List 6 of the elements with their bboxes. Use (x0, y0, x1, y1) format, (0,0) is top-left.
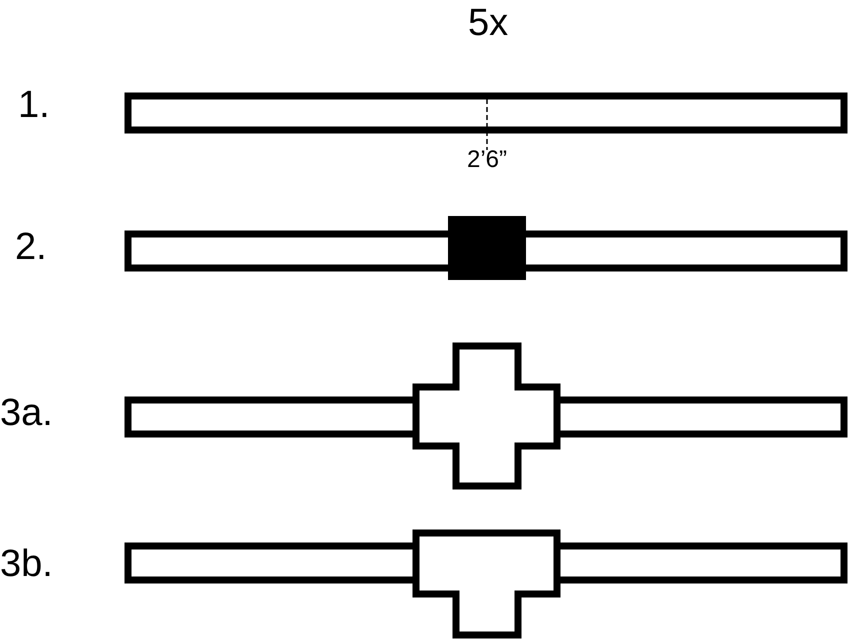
row-number: 3a. (0, 394, 53, 432)
row-number: 3b. (0, 545, 53, 583)
row-number: 2. (15, 228, 47, 266)
row-number: 1. (18, 86, 50, 124)
dimension-label: 2’6” (467, 148, 508, 172)
title-text: 5x (468, 4, 508, 42)
